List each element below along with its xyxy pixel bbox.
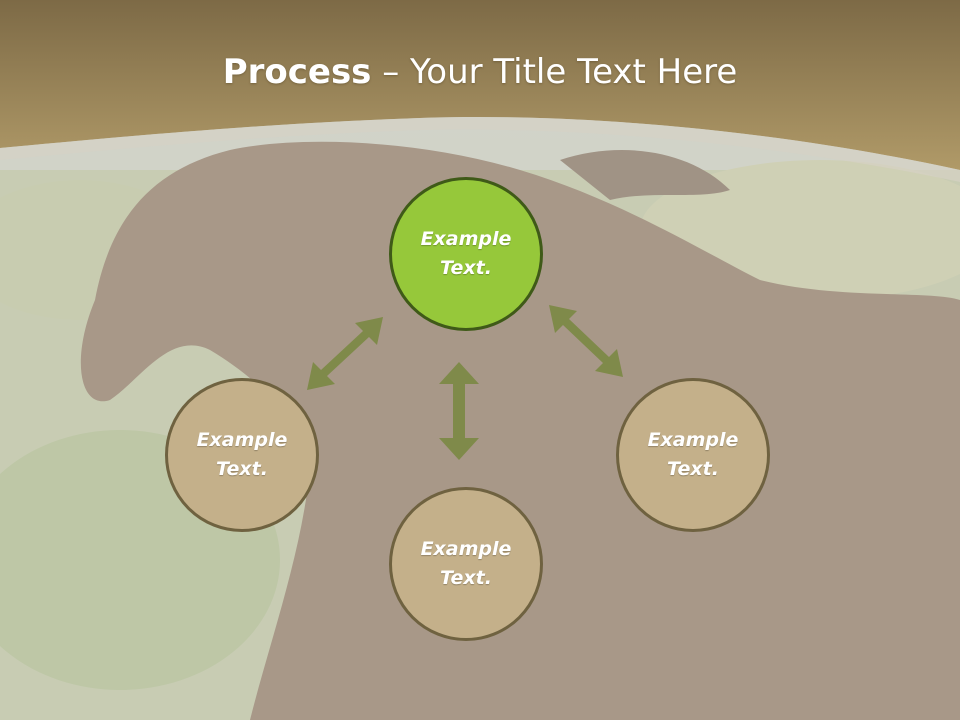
node-label: Example Text. bbox=[420, 228, 512, 279]
node-label: Example Text. bbox=[196, 429, 288, 480]
title-bold: Process bbox=[222, 52, 372, 92]
node-label: Example Text. bbox=[647, 429, 739, 480]
process-node-right[interactable]: Example Text. bbox=[616, 378, 770, 532]
process-node-left[interactable]: Example Text. bbox=[165, 378, 319, 532]
process-node-top[interactable]: Example Text. bbox=[389, 177, 543, 331]
slide-title: Process – Your Title Text Here bbox=[0, 52, 960, 92]
process-node-bottom[interactable]: Example Text. bbox=[389, 487, 543, 641]
title-rest: – Your Title Text Here bbox=[371, 52, 738, 92]
node-label: Example Text. bbox=[420, 538, 512, 589]
